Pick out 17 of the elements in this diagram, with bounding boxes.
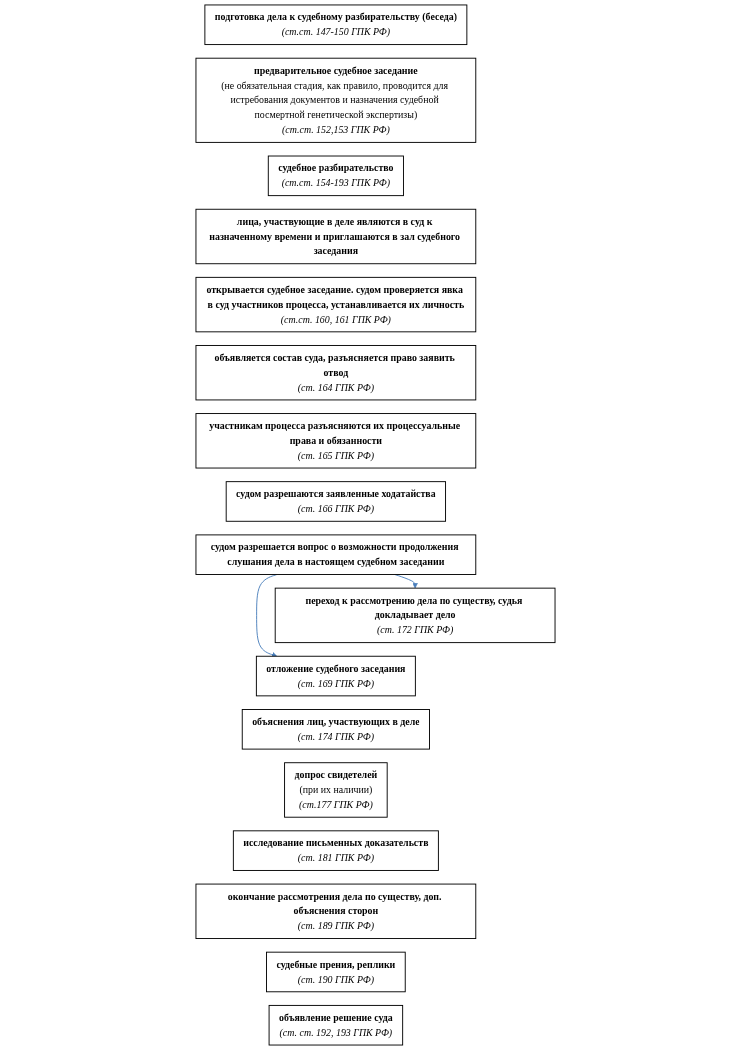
node-box: объявляется состав суда, разъясняется право заявить отвод (ст. 164 ГПК РФ) [195, 345, 476, 401]
node-box: судебные прения, реплики (ст. 190 ГПК РФ) [265, 951, 406, 993]
node-box: переход к рассмотрению дела по существу, судья докладывает дело (ст. 172 ГПК РФ) [274, 587, 555, 644]
node-box: объявление решение суда (ст. ст. 192, 193 ГПК РФ) [268, 1004, 403, 1046]
node-box: подготовка дела к судебному разбирательству (беседа) (ст.ст. 147-150 ГПК РФ) [203, 4, 467, 46]
node-box: судом разрешаются заявленные ходатайства (ст. 166 ГПК РФ) [225, 481, 446, 522]
node-box: участникам процесса разъясняются их процессуальные права и обязанности (ст. 165 ГПК РФ) [195, 413, 476, 469]
node-box: объяснения лиц, участвующих в деле (ст. 174 ГПК РФ) [241, 709, 430, 750]
node-box: отложение судебного заседания (ст. 169 ГПК РФ) [255, 655, 416, 697]
node-box: окончание рассмотрения дела по существу, доп. объяснения сторон (ст. 189 ГПК РФ) [195, 883, 476, 939]
node-box: судебное разбирательство (ст.ст. 154-193 ГПК РФ) [267, 155, 404, 197]
node-box: исследование письменных доказательств (ст. 181 ГПК РФ) [232, 830, 439, 871]
node-box: предварительное судебное заседание (не обязательная стадия, как правило, проводится для истребования документов и назначения судебной посмертной генетической экспертизы) (ст.ст. 152,153 ГПК РФ) [195, 57, 476, 143]
node-box: лица, участвующие в деле являются в суд к назначенному времени и приглашаются в зал судебного заседания [195, 208, 476, 265]
node-box: судом разрешается вопрос о возможности продолжения слушания дела в настоящем судебном заседании [195, 534, 476, 575]
node-box: открывается судебное заседание. судом проверяется явка в суд участников процесса, устанавливается их личность (ст.ст. 160, 161 ГПК РФ) [195, 276, 476, 333]
node-box: допрос свидетелей (при их наличии) (ст.177 ГПК РФ) [283, 762, 388, 818]
